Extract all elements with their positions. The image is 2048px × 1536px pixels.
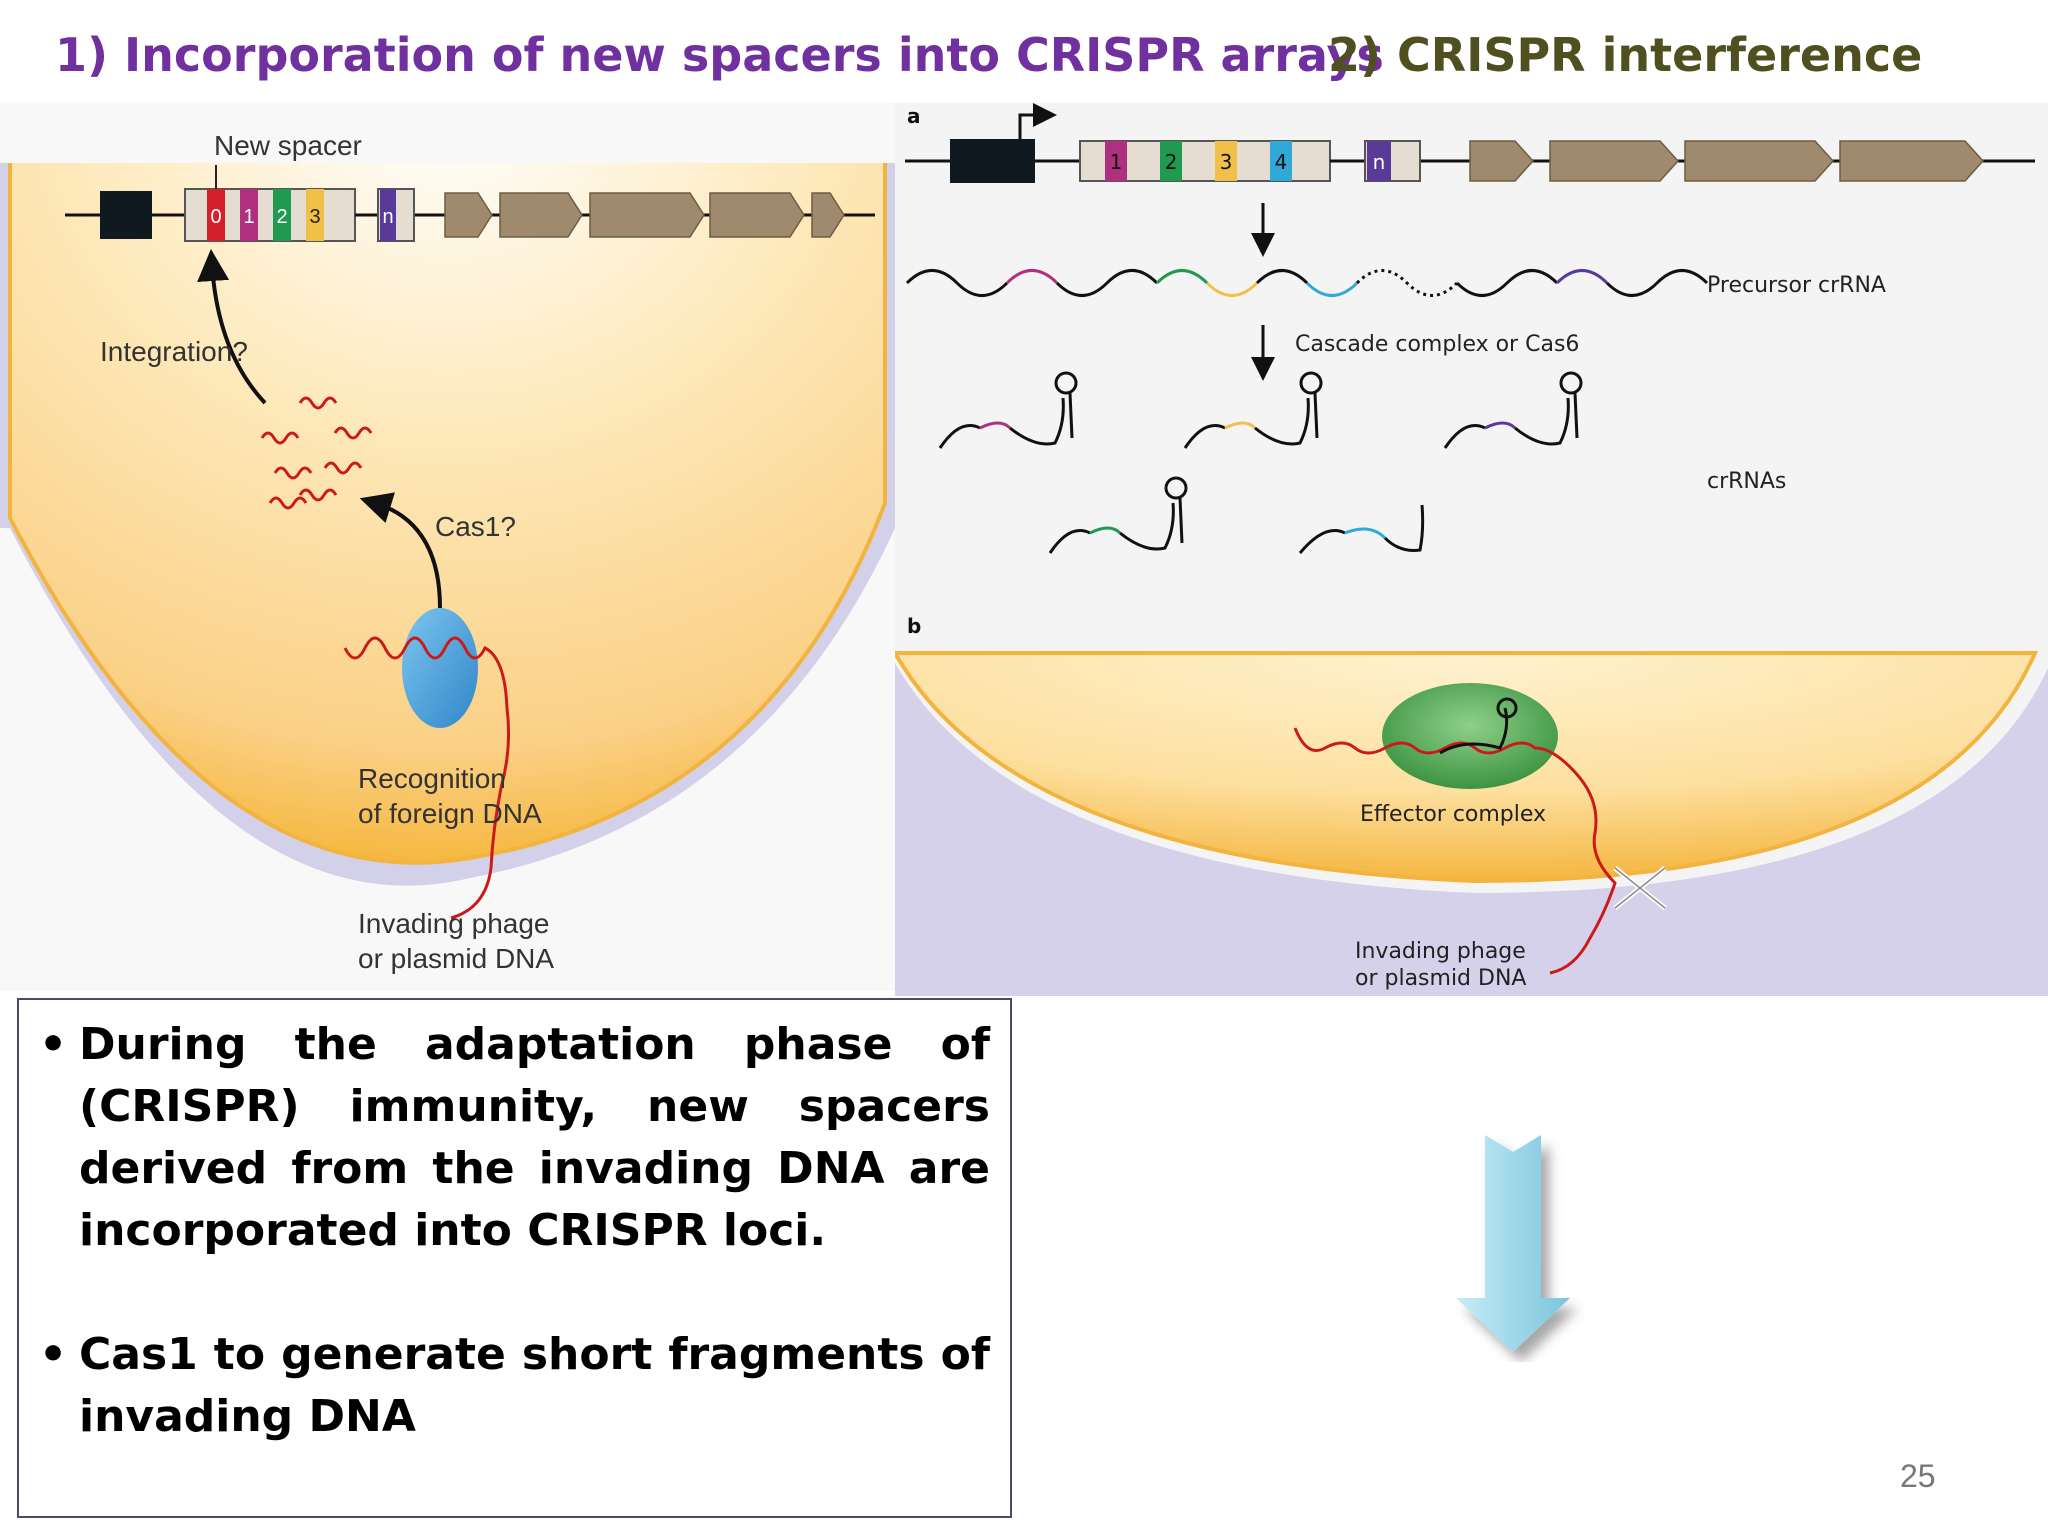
dna-fragments: [260, 396, 373, 510]
bullet-cas1: • Cas1 to generate short fragments of in…: [39, 1324, 990, 1448]
invading-label-2: or plasmid DNA: [358, 943, 554, 974]
down-arrow-icon: [1456, 1135, 1570, 1352]
bound-crrna: [1439, 707, 1509, 755]
spacer-b-3-label: 3: [1220, 150, 1233, 174]
page-number: 25: [1900, 1458, 1936, 1494]
spacer-b-2-label: 2: [1165, 150, 1178, 174]
bacterial-cell: [8, 103, 887, 865]
title-crispr-interference: 2) CRISPR interference: [1328, 28, 1923, 82]
bullet-adaptation: • During the adaptation phase of (CRISPR…: [39, 1014, 990, 1262]
interference-diagram: a 1 2 3 4 n: [895, 103, 2048, 996]
leader-block-b: [950, 139, 1035, 183]
invading-b-label-2: or plasmid DNA: [1355, 966, 1526, 991]
panel-a-label: a: [907, 104, 921, 128]
spacer-0: [207, 189, 225, 241]
invading-dna-b: [1293, 727, 1617, 975]
bullet-adaptation-text: During the adaptation phase of (CRISPR) …: [79, 1019, 990, 1256]
spacer-2-label: 2: [276, 206, 287, 228]
bullet-cas1-text: Cas1 to generate short fragments of inva…: [79, 1329, 990, 1442]
crispr-locus: 0 1 2 3 n New spacer: [65, 130, 875, 242]
spacer-3-label: 3: [309, 206, 320, 228]
invading-b-label-1: Invading phage: [1355, 939, 1526, 964]
new-spacer-label: New spacer: [214, 130, 362, 161]
spacer-b-1-label: 1: [1110, 150, 1123, 174]
precursor-crrna: [905, 269, 1709, 297]
recognition-label-2: of foreign DNA: [358, 798, 542, 829]
spacer-1-label: 1: [243, 206, 254, 228]
cas1-arrow: [359, 492, 442, 609]
spacer-b-n-label: n: [1373, 150, 1386, 174]
spacer-b-3: [1215, 141, 1237, 181]
spacer-b-n: [1367, 141, 1391, 181]
crispr-locus-b: 1 2 3 4 n: [905, 103, 2035, 183]
effector-complex: [1382, 683, 1558, 789]
precursor-crrna-label: Precursor crRNA: [1707, 273, 1886, 298]
title-spacer-incorporation: 1) Incorporation of new spacers into CRI…: [55, 28, 1384, 82]
panel-b-label: b: [907, 614, 921, 638]
spacer-2: [273, 189, 291, 241]
bullet-box: • During the adaptation phase of (CRISPR…: [17, 998, 1012, 1518]
invading-label-1: Invading phage: [358, 908, 550, 939]
crrnas: [938, 371, 1583, 554]
spacer-n-label: n: [382, 206, 393, 228]
cas-genes: [444, 192, 845, 238]
cas1-label: Cas1?: [435, 511, 516, 542]
crrnas-label: crRNAs: [1707, 469, 1786, 494]
cas1-protein: [402, 608, 478, 728]
spacer-b-2: [1160, 141, 1182, 181]
adaptation-diagram: 0 1 2 3 n New spacer Integration?: [0, 103, 895, 991]
integration-label: Integration?: [100, 336, 248, 367]
spacer-0-label: 0: [210, 206, 221, 228]
cas-genes-b: [1469, 140, 1985, 182]
cascade-label: Cascade complex or Cas6: [1295, 332, 1579, 357]
effector-label: Effector complex: [1360, 802, 1546, 827]
invading-dna: [343, 636, 511, 920]
spacer-b-4: [1270, 141, 1292, 181]
integration-arrow: [197, 249, 267, 405]
recognition-label-1: Recognition: [358, 763, 506, 794]
leader-block: [100, 191, 152, 239]
spacer-b-4-label: 4: [1275, 150, 1288, 174]
membrane-b: [895, 663, 2048, 996]
bullet-dot: •: [39, 1019, 68, 1070]
spacer-1: [240, 189, 258, 241]
spacer-b-1: [1105, 141, 1127, 181]
spacer-n: [380, 189, 396, 241]
bullet-dot: •: [39, 1329, 68, 1380]
spacer-3: [306, 189, 324, 241]
promoter-arrow: [1018, 103, 1057, 139]
